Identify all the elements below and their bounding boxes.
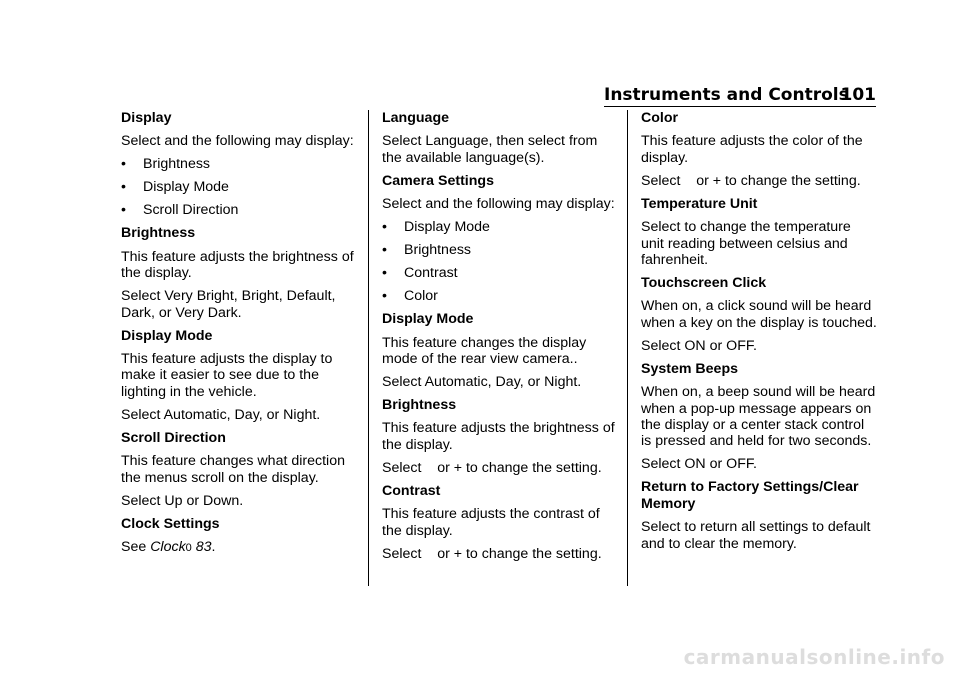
paragraph: Select or + to change the setting. — [641, 172, 861, 189]
list-item: •Brightness — [382, 242, 472, 259]
heading-scroll-direction: Scroll Direction — [121, 429, 226, 446]
paragraph: Select and the following may display: — [382, 196, 615, 213]
clock-reference: See Clock0 83. — [121, 539, 216, 556]
bullet-icon: • — [382, 288, 387, 305]
paragraph: Select Very Bright, Bright, Default, Dar… — [121, 288, 336, 321]
paragraph: Select Language, then select from the av… — [382, 133, 598, 166]
clock-link[interactable]: Clock — [150, 539, 186, 556]
column-1: Display Select and the following may dis… — [121, 110, 357, 563]
heading-display-mode: Display Mode — [121, 327, 213, 344]
paragraph: Select to change the temperature unit re… — [641, 219, 851, 269]
paragraph: This feature adjusts the contrast of the… — [382, 506, 600, 539]
heading-touchscreen-click: Touchscreen Click — [641, 275, 767, 292]
list-item: •Brightness — [121, 156, 211, 173]
paragraph: Select or + to change the setting. — [382, 459, 602, 476]
heading-contrast: Contrast — [382, 482, 441, 499]
column-divider — [627, 110, 628, 586]
paragraph: Select Automatic, Day, or Night. — [382, 374, 582, 391]
section-title: Instruments and Controls — [604, 85, 849, 105]
heading-clock-settings: Clock Settings — [121, 515, 220, 532]
heading-factory-reset: Return to Factory Settings/Clear Memory — [641, 479, 859, 512]
heading-display: Display — [121, 110, 172, 126]
paragraph: Select and the following may display: — [121, 133, 354, 150]
bullet-icon: • — [382, 219, 387, 236]
column-3: Color This feature adjusts the color of … — [641, 110, 877, 559]
list-item: •Scroll Direction — [121, 202, 239, 219]
page-number: 101 — [840, 85, 877, 105]
bullet-icon: • — [121, 179, 126, 196]
page-ref-arrow-icon: 0 — [185, 542, 192, 555]
paragraph: This feature adjusts the brightness of t… — [121, 248, 354, 282]
paragraph: This feature adjusts the color of the di… — [641, 133, 863, 166]
heading-camera-settings: Camera Settings — [382, 172, 494, 189]
paragraph: This feature changes what direction the … — [121, 453, 345, 486]
paragraph: Select to return all settings to default… — [641, 519, 871, 552]
paragraph: This feature adjusts the display to make… — [121, 351, 333, 400]
list-item: •Contrast — [382, 265, 458, 282]
watermark: carmanualsonline.info — [683, 645, 945, 669]
heading-brightness: Brightness — [121, 225, 196, 242]
heading-temperature-unit: Temperature Unit — [641, 195, 758, 212]
bullet-icon: • — [121, 156, 126, 173]
bullet-icon: • — [382, 242, 387, 259]
heading-language: Language — [382, 110, 450, 126]
heading-color: Color — [641, 110, 679, 126]
list-item: •Color — [382, 288, 438, 305]
bullet-icon: • — [382, 265, 387, 282]
column-2: Language Select Language, then select fr… — [382, 110, 618, 569]
list-item: •Display Mode — [382, 219, 490, 236]
bullet-icon: • — [121, 202, 126, 219]
page-ref-number[interactable]: 83 — [195, 539, 212, 556]
paragraph: Select Up or Down. — [121, 492, 244, 509]
column-divider — [368, 110, 369, 586]
paragraph: Select ON or OFF. — [641, 337, 757, 354]
heading-brightness: Brightness — [382, 397, 457, 414]
paragraph: Select Automatic, Day, or Night. — [121, 406, 321, 423]
paragraph: This feature adjusts the brightness of t… — [382, 420, 615, 453]
paragraph: When on, a click sound will be heard whe… — [641, 298, 877, 331]
page-header: Instruments and Controls 101 — [604, 84, 876, 108]
paragraph: This feature changes the display mode of… — [382, 334, 587, 368]
paragraph: When on, a beep sound will be heard when… — [641, 384, 876, 450]
heading-system-beeps: System Beeps — [641, 360, 738, 377]
paragraph: Select or + to change the setting. — [382, 545, 602, 562]
heading-display-mode: Display Mode — [382, 311, 474, 328]
paragraph: Select ON or OFF. — [641, 456, 757, 473]
header-rule — [604, 106, 876, 107]
list-item: •Display Mode — [121, 179, 229, 196]
